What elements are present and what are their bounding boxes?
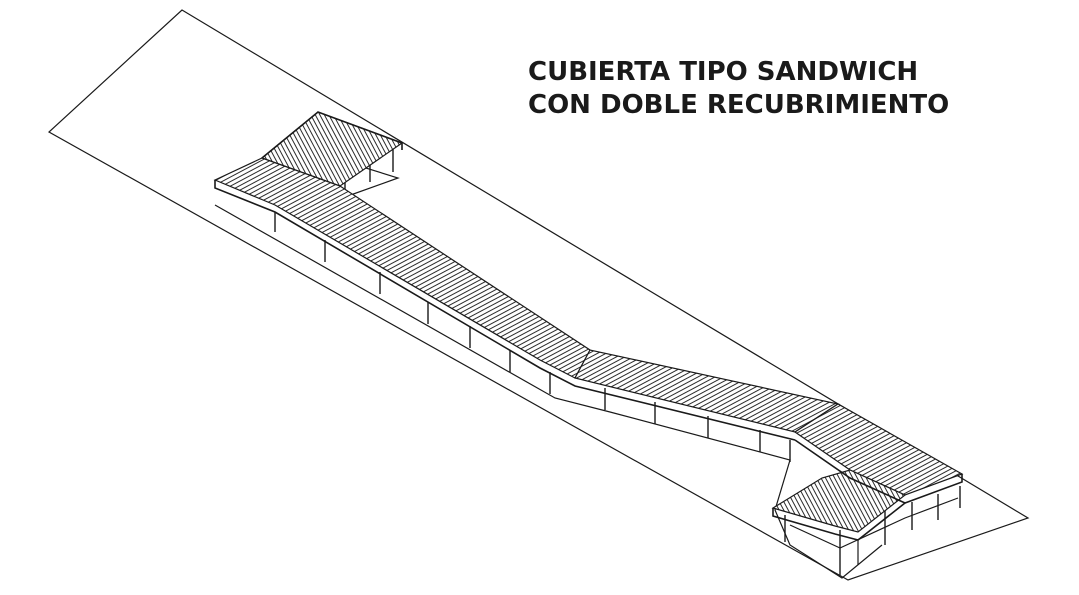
roof-main-run [213, 157, 591, 379]
roof-lower-run [793, 403, 964, 496]
floor-slab-outline [214, 204, 883, 579]
roof-middle-run [574, 349, 840, 433]
roof-fascia [214, 111, 963, 541]
title-line-1: CUBIERTA TIPO SANDWICH [528, 57, 919, 87]
end-building [789, 497, 959, 565]
drawing-title: CUBIERTA TIPO SANDWICH CON DOBLE RECUBRI… [528, 56, 949, 122]
roof-end-wing [771, 469, 907, 533]
site-plot-outline [47, 9, 1030, 581]
title-line-2: CON DOBLE RECUBRIMIENTO [528, 90, 950, 120]
